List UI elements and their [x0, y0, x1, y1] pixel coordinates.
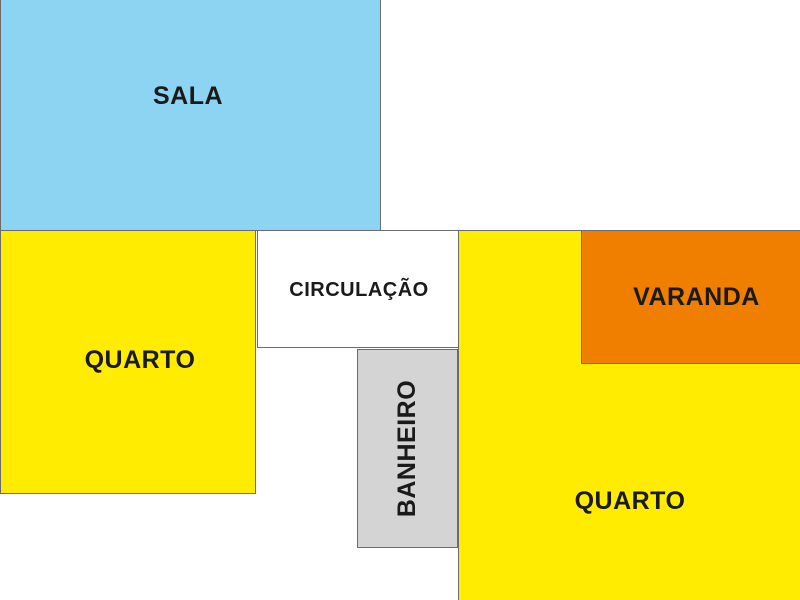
- room-sala: SALA: [0, 0, 381, 231]
- room-label-quarto-left: QUARTO: [84, 345, 196, 374]
- room-quarto-left: QUARTO: [0, 230, 256, 494]
- room-label-varanda: VARANDA: [633, 282, 760, 311]
- room-label-quarto-right: QUARTO: [574, 486, 686, 515]
- room-banheiro: BANHEIRO: [357, 349, 458, 548]
- room-varanda: VARANDA: [581, 230, 800, 364]
- room-circulacao: CIRCULAÇÃO: [257, 230, 459, 348]
- room-label-sala: SALA: [152, 81, 224, 110]
- room-label-banheiro: BANHEIRO: [393, 379, 421, 518]
- room-label-circulacao: CIRCULAÇÃO: [289, 278, 429, 301]
